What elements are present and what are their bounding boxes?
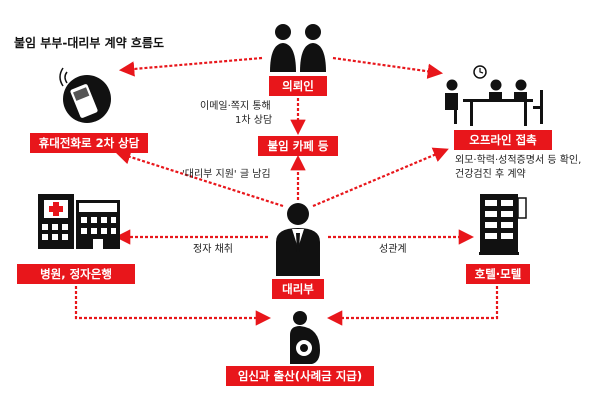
hotel-label: 호텔·모텔 xyxy=(466,264,530,284)
verify-note-line2: 건강검진 후 계약 xyxy=(455,169,526,180)
hospital-label: 병원, 정자은행 xyxy=(17,264,135,284)
arrow-surrogate-to-offline xyxy=(312,147,449,208)
verify-note-line1: 외모·학력·성적증명서 등 확인, xyxy=(455,155,582,166)
surrogate-icon xyxy=(276,203,320,276)
meeting-icon xyxy=(445,65,543,126)
offline-contact-label: 오프라인 접촉 xyxy=(454,130,552,150)
diagram-title: 불임 부부-대리부 계약 흐름도 xyxy=(14,36,164,50)
arrow-hotel-to-birth xyxy=(326,286,499,326)
couple-icon xyxy=(270,24,326,72)
email-note-line2: 1차 상담 xyxy=(235,115,273,126)
pregnant-icon xyxy=(290,311,320,364)
post-note: '대리부 지원' 글 남김 xyxy=(182,169,271,180)
birth-label: 임신과 출산(사례금 지급) xyxy=(226,366,374,386)
arrow-client-to-phone xyxy=(118,56,263,77)
hospital-icon xyxy=(38,194,120,249)
arrow-hospital-to-birth xyxy=(74,286,272,326)
phone-consult-label: 휴대전화로 2차 상담 xyxy=(30,133,148,153)
arrow-client-to-offline xyxy=(332,56,444,79)
arrow-surrogate-to-phone xyxy=(115,149,284,208)
sex-note: 성관계 xyxy=(379,244,407,255)
sperm-note: 정자 채취 xyxy=(193,244,233,255)
hotel-icon xyxy=(479,194,527,255)
surrogate-label: 대리부 xyxy=(272,279,324,299)
client-label: 의뢰인 xyxy=(269,76,327,96)
cafe-label: 불임 카페 등 xyxy=(258,136,338,156)
phone-icon xyxy=(59,67,111,123)
email-note-line1: 이메일·쪽지 통해 xyxy=(200,101,271,112)
